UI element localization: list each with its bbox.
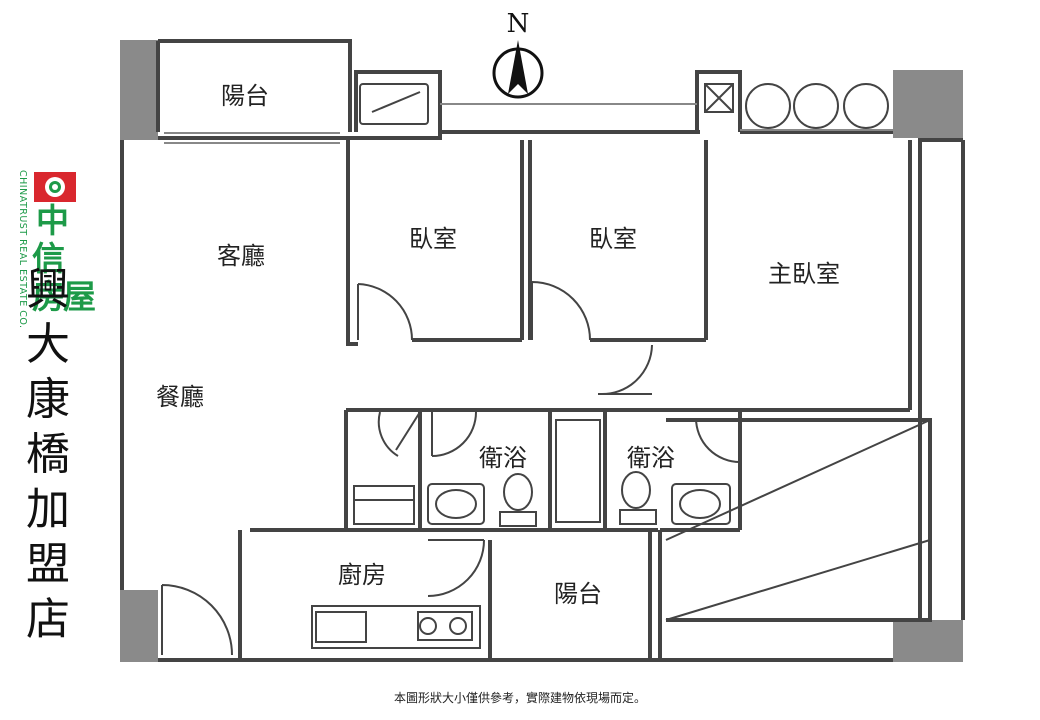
room-label-bathroom-2: 衛浴 (627, 444, 675, 472)
room-label-bedroom-1: 臥室 (409, 225, 457, 253)
floor-plan: N 陽台 客廳 餐廳 臥室 臥室 主臥室 衛浴 衛浴 廚房 陽台 (120, 9, 965, 662)
north-label: N (507, 9, 530, 39)
store-char: 康 (26, 374, 70, 425)
logo-english-name: CHINATRUST REAL ESTATE CO. (17, 170, 28, 329)
room-label-bathroom-1: 衛浴 (479, 444, 527, 472)
room-label-kitchen: 廚房 (338, 561, 386, 589)
room-label-balcony-bottom: 陽台 (554, 580, 602, 608)
store-char: 盟 (26, 539, 70, 590)
store-char: 興 (26, 264, 70, 315)
logo-mark-icon (34, 172, 76, 202)
room-label-dining-room: 餐廳 (156, 383, 204, 411)
room-label-bedroom-2: 臥室 (589, 225, 637, 253)
store-char: 加 (26, 484, 70, 535)
company-logo: CHINATRUST REAL ESTATE CO. 中 信 房屋 (8, 84, 108, 329)
store-name: 興 大 康 橋 加 盟 店 (20, 262, 76, 647)
room-labels: 陽台 客廳 餐廳 臥室 臥室 主臥室 衛浴 衛浴 廚房 陽台 (156, 82, 840, 608)
room-label-living-room: 客廳 (217, 242, 265, 270)
logo-char-1: 中 (36, 201, 69, 240)
footer-disclaimer: 本圖形狀大小僅供參考，實際建物依現場而定。 (393, 691, 646, 705)
north-arrow-icon: N (492, 9, 544, 99)
room-label-master-bedroom: 主臥室 (768, 260, 840, 288)
logo-char-3: 房屋 (32, 277, 96, 316)
structural-columns (120, 40, 963, 662)
room-label-balcony-top: 陽台 (221, 82, 269, 110)
store-char: 大 (26, 319, 70, 370)
logo-chinese-name: 中 信 房屋 (32, 202, 116, 318)
store-char: 店 (26, 594, 70, 645)
doors (161, 281, 741, 656)
windows (164, 103, 893, 144)
store-char: 橋 (26, 429, 70, 480)
fixtures (311, 83, 931, 649)
logo-char-2: 信 (32, 239, 65, 278)
